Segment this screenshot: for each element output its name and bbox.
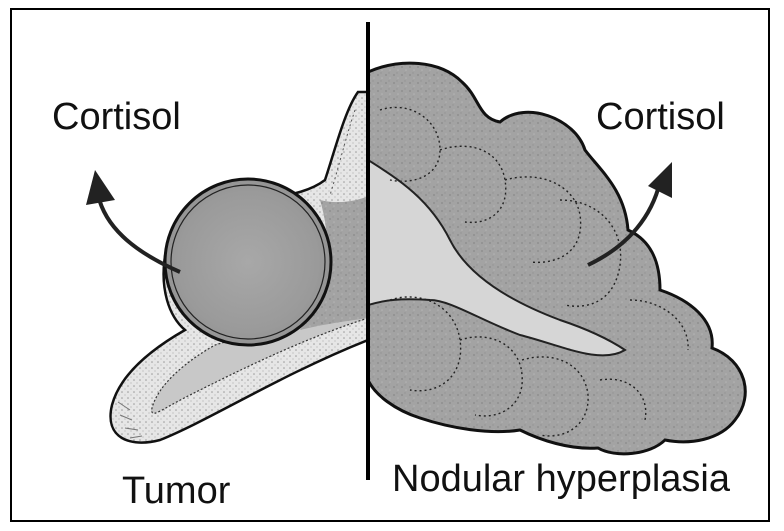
tumor-label: Tumor xyxy=(122,472,230,510)
tumor-side xyxy=(111,92,368,443)
tumor-mass xyxy=(165,179,331,345)
nodular-hyperplasia-label: Nodular hyperplasia xyxy=(392,460,730,498)
cortisol-label-left: Cortisol xyxy=(52,98,181,136)
cortisol-label-right: Cortisol xyxy=(596,98,725,136)
